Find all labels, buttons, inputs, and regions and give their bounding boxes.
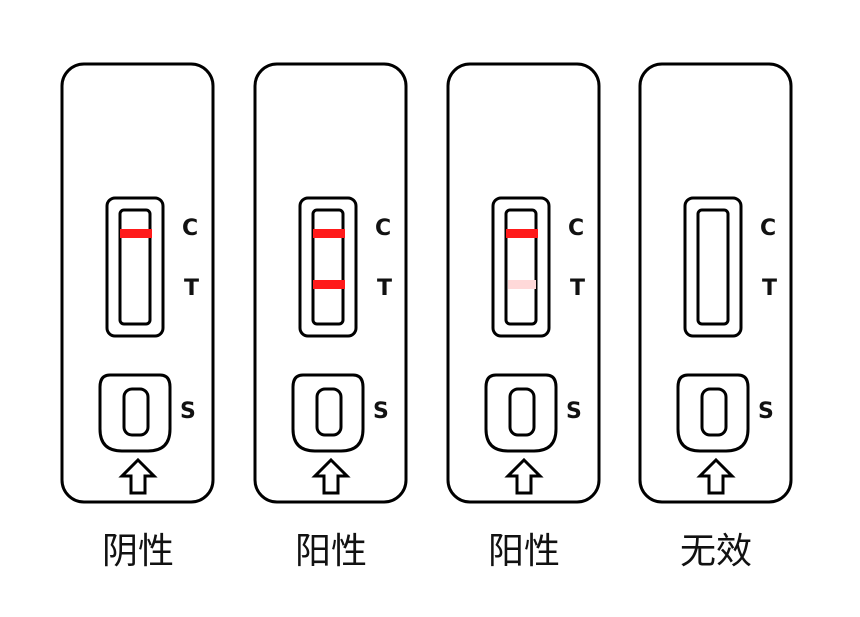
control-marker: C [568, 216, 584, 241]
result-label: 阳性 [295, 531, 367, 572]
test-strip [504, 208, 538, 326]
test-line [508, 280, 536, 289]
cassette-positive-strong: C T S 阳性 [253, 62, 408, 572]
sample-hole [315, 387, 343, 437]
control-line [313, 229, 345, 238]
cassette-invalid: C T S 无效 [638, 62, 793, 572]
result-label: 阳性 [488, 531, 560, 572]
test-line [313, 280, 345, 289]
cassette-positive-faint: C T S 阳性 [446, 62, 601, 572]
cassette-negative: C T S 阴性 [60, 62, 215, 572]
test-strip [118, 208, 152, 326]
up-arrow-icon [311, 457, 351, 495]
control-marker: C [375, 216, 391, 241]
test-marker: T [377, 276, 392, 301]
test-strip [311, 208, 345, 326]
sample-hole [122, 387, 150, 437]
sample-marker: S [566, 399, 582, 424]
test-strip [696, 208, 730, 326]
test-marker: T [184, 276, 199, 301]
control-line [506, 229, 538, 238]
sample-hole [508, 387, 536, 437]
test-marker: T [570, 276, 585, 301]
up-arrow-icon [118, 457, 158, 495]
sample-marker: S [180, 399, 196, 424]
sample-marker: S [758, 399, 774, 424]
test-marker: T [762, 276, 777, 301]
sample-hole [700, 387, 728, 437]
result-label: 阴性 [102, 531, 174, 572]
control-marker: C [182, 216, 198, 241]
sample-marker: S [373, 399, 389, 424]
result-label: 无效 [680, 531, 752, 572]
up-arrow-icon [504, 457, 544, 495]
up-arrow-icon [696, 457, 736, 495]
control-marker: C [760, 216, 776, 241]
control-line [120, 229, 152, 238]
